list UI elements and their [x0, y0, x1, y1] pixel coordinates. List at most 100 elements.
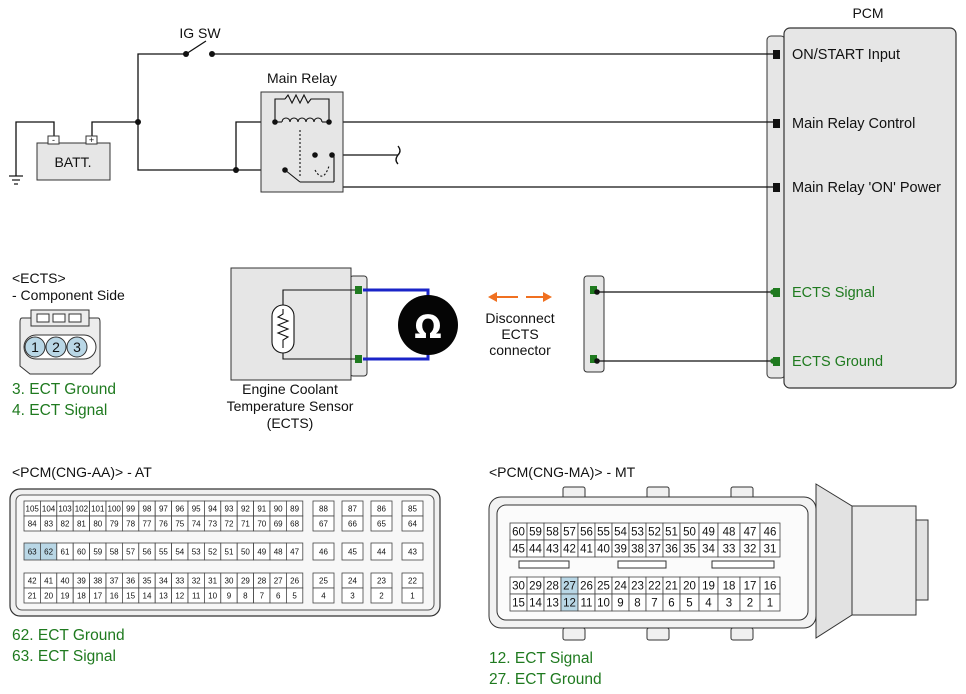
connector-pin-number: 59: [93, 548, 102, 557]
connector-pin-number: 28: [546, 581, 559, 593]
connector-pin-number: 51: [225, 548, 234, 557]
connector-pin-number: 53: [192, 548, 201, 557]
connector-pin-number: 46: [764, 527, 777, 539]
connector-pin-number: 98: [143, 505, 152, 514]
ects-pin-label: 1: [31, 339, 39, 355]
connector-pin-number: 5: [686, 598, 692, 610]
connector-pin-cell: [370, 515, 393, 532]
connector-pin-number: 105: [26, 505, 40, 514]
connector-pin-number: 66: [348, 520, 357, 529]
pcm-pin-ects-signal: ECTS Signal: [792, 285, 875, 301]
ground-symbol: [9, 175, 23, 185]
connector-pin-number: 34: [702, 544, 715, 556]
connector-pin-number: 43: [408, 548, 417, 557]
ects-wires: [597, 291, 773, 362]
connector-pin-number: 23: [631, 581, 644, 593]
thermistor-symbol: [271, 289, 355, 360]
connector-pin-number: 12: [175, 592, 184, 601]
battery-box: [36, 142, 111, 181]
connector-pin-number: 84: [28, 520, 37, 529]
connector-pin-number: 95: [192, 505, 201, 514]
connector-pin-number: 50: [683, 527, 696, 539]
connector-pin-number: 91: [257, 505, 266, 514]
connector-pin-number: 88: [319, 505, 328, 514]
connector-pin-number: 70: [257, 520, 266, 529]
connector-pin-number: 9: [227, 592, 232, 601]
connector-pin-number: 15: [126, 592, 135, 601]
connector-pin-cell: [312, 542, 335, 561]
connector-pin-number: 13: [546, 598, 559, 610]
connector-pin-number: 26: [580, 581, 593, 593]
connector-pin-number: 93: [225, 505, 234, 514]
pcm-pin-on-start: ON/START Input: [792, 47, 900, 63]
disconnect-arrows: [488, 292, 552, 302]
connector-pin-number: 61: [61, 548, 70, 557]
connector-pin-number: 100: [108, 505, 122, 514]
ig-switch-contact: [183, 51, 189, 57]
connector-pin-number: 22: [408, 577, 417, 586]
connector-pin-number: 42: [563, 544, 576, 556]
connector-pin-cell: [341, 587, 364, 604]
ects-pin-1: [24, 336, 46, 358]
connector-pin-number: 76: [159, 520, 168, 529]
connector-pin-number: 16: [764, 581, 777, 593]
ig-switch-contact: [209, 51, 215, 57]
connector-pin-number: 4: [705, 598, 712, 610]
connector-pin-number: 47: [290, 548, 299, 557]
connector-pin-cell: [401, 542, 424, 561]
connector-pin-number: 36: [126, 577, 135, 586]
connector-pin-number: 30: [225, 577, 234, 586]
connector-pin-number: 79: [110, 520, 119, 529]
connector-pin-number: 103: [58, 505, 72, 514]
connector-pin-number: 57: [563, 527, 576, 539]
connector-pin-number: 12: [563, 598, 576, 610]
pcm-ma-title: <PCM(CNG-MA)> - MT: [489, 464, 636, 480]
junction-dot: [770, 289, 776, 295]
connector-pin-number: 8: [243, 592, 248, 601]
connector-pin-number: 77: [143, 520, 152, 529]
sensor-name-line2: Temperature Sensor: [227, 398, 354, 414]
connector-pin-number: 23: [377, 577, 386, 586]
connector-pin-number: 37: [110, 577, 119, 586]
connector-pin-number: 48: [723, 527, 736, 539]
connector-pin-number: 13: [159, 592, 168, 601]
battery-pos-terminal: [85, 135, 98, 145]
connector-pin-cell: [370, 587, 393, 604]
battery-pos-sign: +: [89, 135, 94, 145]
connector-pin-number: 85: [408, 505, 417, 514]
connector-pin-number: 40: [597, 544, 610, 556]
connector-pin-number: 39: [614, 544, 627, 556]
sensor-pin: [355, 355, 362, 363]
connector-pin-number: 2: [379, 592, 384, 601]
pcm-pin-ects-ground: ECTS Ground: [792, 354, 883, 370]
connector-pin-number: 30: [512, 581, 525, 593]
connector-pin-number: 63: [28, 548, 37, 557]
connector-pin-number: 22: [648, 581, 661, 593]
connector-pin-cell: [401, 587, 424, 604]
pcm-terminal: [773, 183, 780, 192]
connector-pin-number: 48: [274, 548, 283, 557]
connector-pin-number: 51: [665, 527, 678, 539]
connector-pin-number: 29: [241, 577, 250, 586]
connector-pin-number: 104: [42, 505, 56, 514]
connector-pin-cell: [341, 542, 364, 561]
ects-legend-ground: 3. ECT Ground: [12, 381, 116, 398]
sensor-name-line1: Engine Coolant: [242, 381, 338, 397]
connector-pin-number: 65: [377, 520, 386, 529]
connector-pin-number: 24: [348, 577, 357, 586]
connector-pin-number: 74: [192, 520, 201, 529]
connector-pin-number: 35: [683, 544, 696, 556]
connector-pin-number: 39: [77, 577, 86, 586]
relay-internals: [274, 93, 335, 183]
connector-pin-number: 10: [597, 598, 610, 610]
connector-pin-number: 18: [77, 592, 86, 601]
connector-pin-number: 19: [702, 581, 715, 593]
connector-pin-number: 97: [159, 505, 168, 514]
connector-pin-cell: [312, 587, 335, 604]
connector-pin-number: 1: [410, 592, 415, 601]
connector-pin-number: 56: [143, 548, 152, 557]
connector-pin-number: 1: [767, 598, 773, 610]
pcm-aa-legend-ground: 62. ECT Ground: [12, 627, 125, 644]
sensor-name-line3: (ECTS): [267, 415, 314, 431]
